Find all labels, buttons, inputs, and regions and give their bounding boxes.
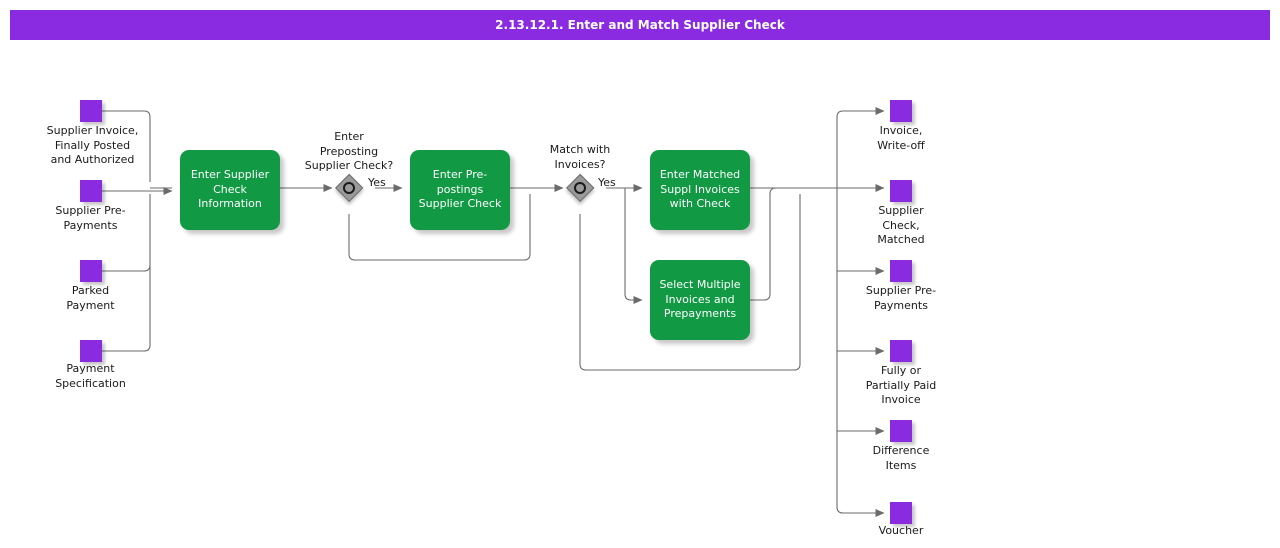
wire-branch-to-process4 <box>624 188 643 304</box>
process-select-multiple-invoices-and-prepayments-label: Select Multiple Invoices and Prepayments <box>659 278 741 321</box>
gateway-match-with-invoices-label: Match with Invoices? <box>549 143 611 171</box>
process-enter-supplier-check-information[interactable]: Enter Supplier Check Information <box>180 150 280 230</box>
gateway-match-with-invoices[interactable] <box>565 173 595 203</box>
gateway-ring-icon <box>574 182 586 194</box>
terminal-supplier-invoice-finally-posted-and-authorized[interactable] <box>80 100 102 122</box>
terminal-supplier-check-matched[interactable] <box>890 180 912 202</box>
label-payment-specification: Payment Specification <box>55 362 126 390</box>
label-supplier-invoice-finally-posted-and-authorized: Supplier Invoice, Finally Posted and Aut… <box>46 124 139 166</box>
label-supplier-pre-payments-out: Supplier Pre- Payments <box>865 284 937 312</box>
process-enter-supplier-check-information-label: Enter Supplier Check Information <box>190 168 270 211</box>
gateway-enter-preposting-supplier-check[interactable] <box>334 173 364 203</box>
edge-label-gateway2-yes: Yes <box>598 176 616 189</box>
terminal-invoice-write-off[interactable] <box>890 100 912 122</box>
process-enter-prepostings-supplier-check-label: Enter Pre- postings Supplier Check <box>418 168 502 211</box>
terminal-parked-payment[interactable] <box>80 260 102 282</box>
label-fully-or-partially-paid-invoice: Fully or Partially Paid Invoice <box>865 364 937 406</box>
terminal-supplier-pre-payments-out[interactable] <box>890 260 912 282</box>
gateway-enter-preposting-supplier-check-label: Enter Preposting Supplier Check? <box>304 130 394 172</box>
gateway-ring-icon <box>343 182 355 194</box>
label-difference-items: Difference Items <box>872 444 930 472</box>
process-enter-matched-suppl-invoices-with-check[interactable]: Enter Matched Suppl Invoices with Check <box>650 150 750 230</box>
label-parked-payment: Parked Payment <box>66 284 115 312</box>
process-enter-prepostings-supplier-check[interactable]: Enter Pre- postings Supplier Check <box>410 150 510 230</box>
process-enter-matched-suppl-invoices-with-check-label: Enter Matched Suppl Invoices with Check <box>659 168 741 211</box>
label-supplier-check-matched: Supplier Check, Matched <box>877 204 925 246</box>
terminal-supplier-pre-payments-in[interactable] <box>80 180 102 202</box>
page-title: 2.13.12.1. Enter and Match Supplier Chec… <box>495 18 785 32</box>
label-invoice-write-off: Invoice, Write-off <box>877 124 925 152</box>
wire-process4-out <box>750 187 800 301</box>
label-voucher: Voucher <box>878 524 924 537</box>
process-select-multiple-invoices-and-prepayments[interactable]: Select Multiple Invoices and Prepayments <box>650 260 750 340</box>
terminal-voucher[interactable] <box>890 502 912 524</box>
title-bar: 2.13.12.1. Enter and Match Supplier Chec… <box>10 10 1270 40</box>
terminal-fully-or-partially-paid-invoice[interactable] <box>890 340 912 362</box>
edge-label-gateway1-yes: Yes <box>368 176 386 189</box>
terminal-payment-specification[interactable] <box>80 340 102 362</box>
label-supplier-pre-payments-in: Supplier Pre- Payments <box>55 204 126 232</box>
terminal-difference-items[interactable] <box>890 420 912 442</box>
